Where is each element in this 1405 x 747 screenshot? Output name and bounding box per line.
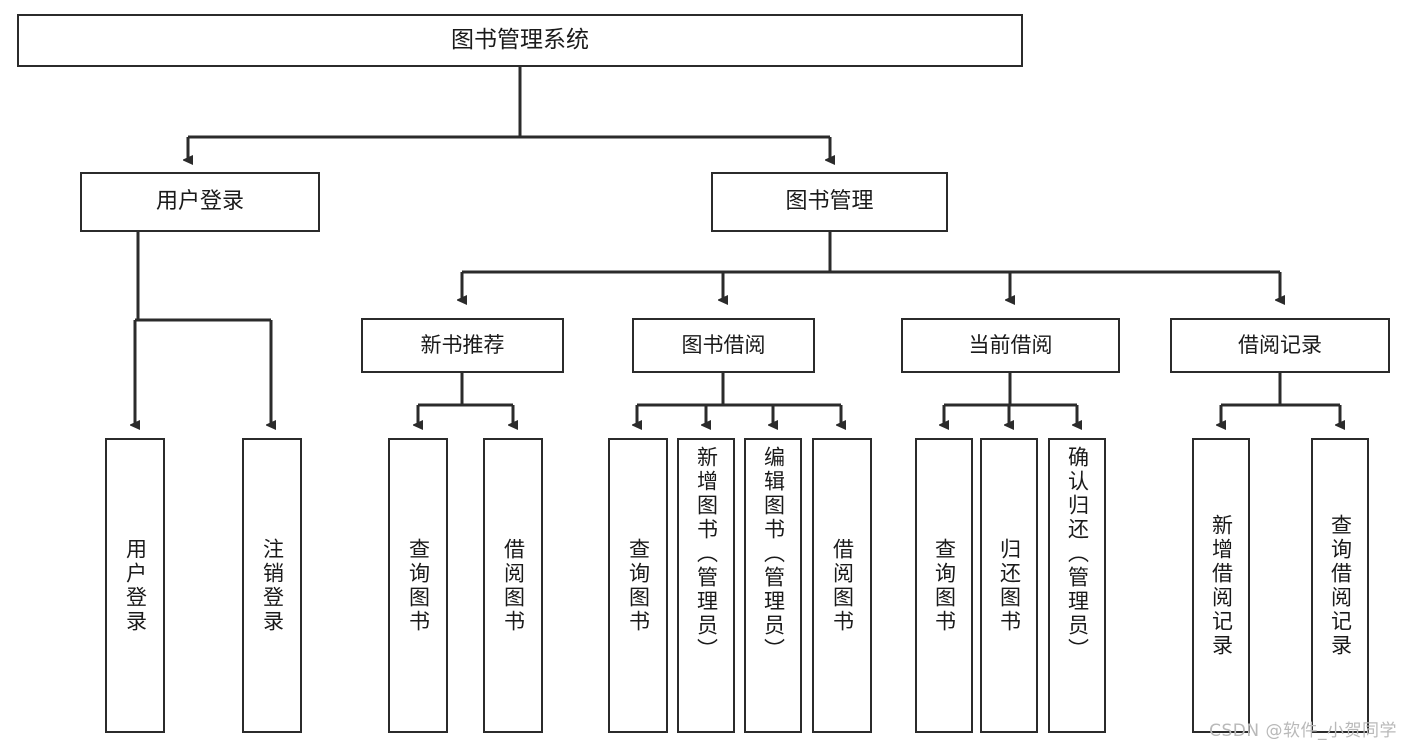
leaf-borrow-record-add-record[interactable]: 新增借阅记录 bbox=[1192, 438, 1250, 733]
node-label: 图书借阅 bbox=[681, 333, 766, 358]
node-label: 查询图书 bbox=[932, 537, 957, 634]
leaf-book-borrow-add-book-admin[interactable]: 新增图书（管理员） bbox=[677, 438, 735, 733]
node-label: 借阅记录 bbox=[1238, 333, 1322, 358]
node-book-borrow[interactable]: 图书借阅 bbox=[632, 318, 815, 373]
node-label: 当前借阅 bbox=[968, 333, 1053, 358]
leaf-borrow-record-query-record[interactable]: 查询借阅记录 bbox=[1311, 438, 1369, 733]
leaf-new-book-query-books[interactable]: 查询图书 bbox=[388, 438, 448, 733]
node-label: 确认归还（管理员） bbox=[1065, 446, 1090, 662]
leaf-current-borrow-return-books[interactable]: 归还图书 bbox=[980, 438, 1038, 733]
node-label: 新增图书（管理员） bbox=[694, 446, 719, 662]
node-label: 新书推荐 bbox=[420, 333, 505, 358]
node-label: 查询借阅记录 bbox=[1328, 513, 1353, 658]
leaf-current-borrow-query-books[interactable]: 查询图书 bbox=[915, 438, 973, 733]
leaf-current-borrow-confirm-return-admin[interactable]: 确认归还（管理员） bbox=[1048, 438, 1106, 733]
node-label: 借阅图书 bbox=[501, 537, 526, 634]
node-label: 图书管理系统 bbox=[451, 27, 589, 54]
node-label: 借阅图书 bbox=[830, 537, 855, 634]
node-label: 新增借阅记录 bbox=[1209, 513, 1234, 658]
node-new-book-recommend[interactable]: 新书推荐 bbox=[361, 318, 564, 373]
node-label: 用户登录 bbox=[123, 537, 148, 634]
node-root-book-management-system[interactable]: 图书管理系统 bbox=[17, 14, 1023, 67]
csdn-watermark: CSDN @软件_小贺同学 bbox=[1209, 721, 1397, 741]
leaf-book-borrow-edit-book-admin[interactable]: 编辑图书（管理员） bbox=[744, 438, 802, 733]
leaf-user-login-signin[interactable]: 用户登录 bbox=[105, 438, 165, 733]
node-label: 图书管理 bbox=[785, 189, 874, 215]
node-user-login[interactable]: 用户登录 bbox=[80, 172, 320, 232]
node-book-management[interactable]: 图书管理 bbox=[711, 172, 948, 232]
node-label: 注销登录 bbox=[260, 537, 285, 634]
node-label: 查询图书 bbox=[626, 537, 651, 634]
node-current-borrow[interactable]: 当前借阅 bbox=[901, 318, 1120, 373]
node-borrow-record[interactable]: 借阅记录 bbox=[1170, 318, 1390, 373]
leaf-new-book-borrow-books[interactable]: 借阅图书 bbox=[483, 438, 543, 733]
node-label: 查询图书 bbox=[406, 537, 431, 634]
leaf-user-login-signout[interactable]: 注销登录 bbox=[242, 438, 302, 733]
node-label: 用户登录 bbox=[155, 189, 244, 215]
leaf-book-borrow-query-books[interactable]: 查询图书 bbox=[608, 438, 668, 733]
node-label: 归还图书 bbox=[997, 537, 1022, 634]
node-label: 编辑图书（管理员） bbox=[761, 446, 786, 662]
leaf-book-borrow-borrow-books[interactable]: 借阅图书 bbox=[812, 438, 872, 733]
